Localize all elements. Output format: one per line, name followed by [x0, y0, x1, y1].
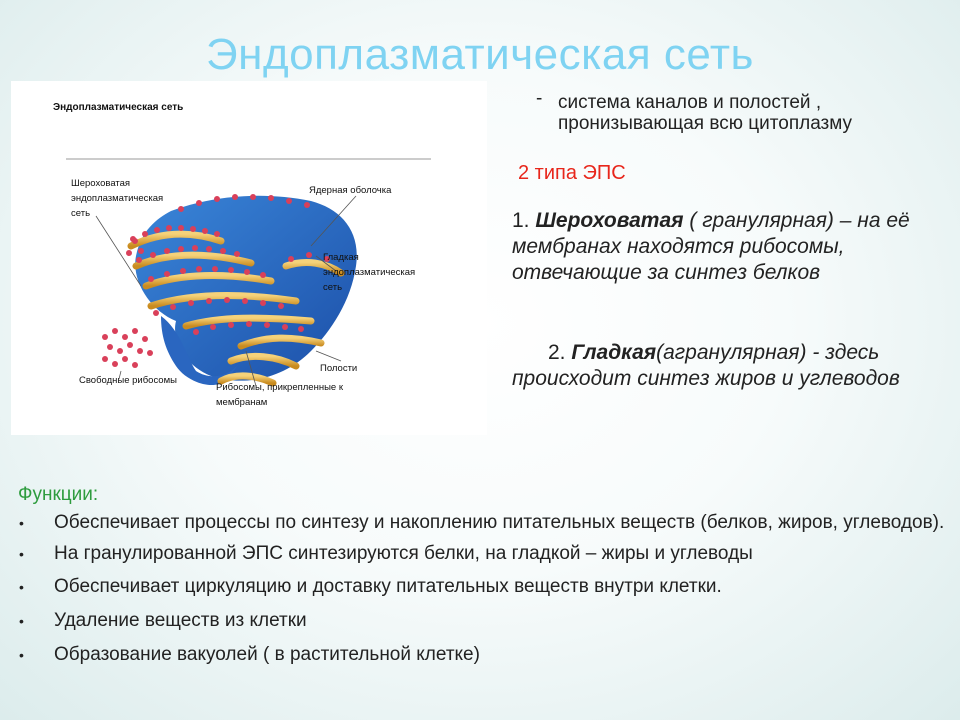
bullet-icon: •: [19, 546, 24, 562]
list-item: • На гранулированной ЭПС синтезируются б…: [16, 543, 946, 565]
smooth-er-label: Гладкая эндоплазматическая сеть: [323, 250, 415, 295]
er-illustration: [66, 158, 431, 387]
smooth-er-label-line-3: сеть: [323, 282, 343, 293]
list-item: • Удаление веществ из клетки: [16, 610, 946, 632]
list-item-text: На гранулированной ЭПС синтезируются бел…: [54, 543, 753, 564]
rough-er-number: 1.: [512, 209, 530, 232]
smooth-er-text: (агранулярная) - здесь происходит синтез…: [512, 341, 900, 390]
cavities-label: Полости: [320, 363, 358, 374]
attached-ribosomes-label: Рибосомы, прикрепленные к мембранам: [216, 380, 343, 410]
list-item: • Образование вакуолей ( в растительной …: [16, 644, 946, 666]
list-item: • Обеспечивает циркуляцию и доставку пит…: [16, 576, 946, 598]
free-ribosomes-label: Свободные рибосомы: [79, 375, 177, 386]
rough-er-label-line-2: эндоплазматическая: [71, 193, 164, 204]
list-item: • Обеспечивает процессы по синтезу и нак…: [16, 512, 946, 534]
er-diagram: Эндоплазматическая сеть Шероховатая эндо…: [11, 81, 487, 435]
smooth-er-description: 2. Гладкая(агранулярная) - здесь происхо…: [512, 340, 952, 392]
dash-bullet: -: [536, 88, 543, 109]
rough-er-label-line-3: сеть: [71, 208, 91, 219]
types-label: 2 типа ЭПС: [518, 162, 626, 184]
definition-text: система каналов и полостей , пронизывающ…: [558, 92, 853, 134]
figure-title: Эндоплазматическая сеть: [53, 102, 184, 113]
bullet-icon: •: [19, 647, 24, 663]
rough-er-label: Шероховатая эндоплазматическая сеть: [71, 176, 163, 221]
rough-er-label-line-1: Шероховатая: [71, 178, 131, 189]
attached-ribosomes-label-line-2: мембранам: [216, 397, 268, 408]
rough-er-description: 1. Шероховатая ( гранулярная) – на её ме…: [512, 208, 952, 286]
attached-ribosomes-label-line-1: Рибосомы, прикрепленные к: [216, 382, 343, 393]
smooth-er-name: Гладкая: [571, 341, 657, 364]
functions-list: • Обеспечивает процессы по синтезу и нак…: [16, 512, 946, 666]
rough-er-name: Шероховатая: [535, 209, 684, 232]
smooth-er-label-line-2: эндоплазматическая: [323, 267, 416, 278]
definition: - система каналов и полостей , пронизыва…: [536, 88, 936, 134]
smooth-er-number: 2.: [548, 341, 566, 364]
list-item-text: Обеспечивает процессы по синтезу и накоп…: [54, 512, 945, 533]
nuclear-envelope-label: Ядерная оболочка: [309, 185, 392, 196]
smooth-er-label-line-1: Гладкая: [323, 252, 359, 263]
functions-heading: Функции:: [18, 484, 99, 505]
list-item-text: Обеспечивает циркуляцию и доставку питат…: [54, 576, 722, 597]
list-item-text: Образование вакуолей ( в растительной кл…: [54, 644, 480, 665]
bullet-icon: •: [19, 579, 24, 595]
bullet-icon: •: [19, 613, 24, 629]
rough-er-text: ( гранулярная) – на её мембранах находят…: [512, 209, 910, 284]
slide-title: Эндоплазматическая сеть: [206, 30, 754, 79]
bullet-icon: •: [19, 515, 24, 531]
list-item-text: Удаление веществ из клетки: [54, 610, 307, 631]
